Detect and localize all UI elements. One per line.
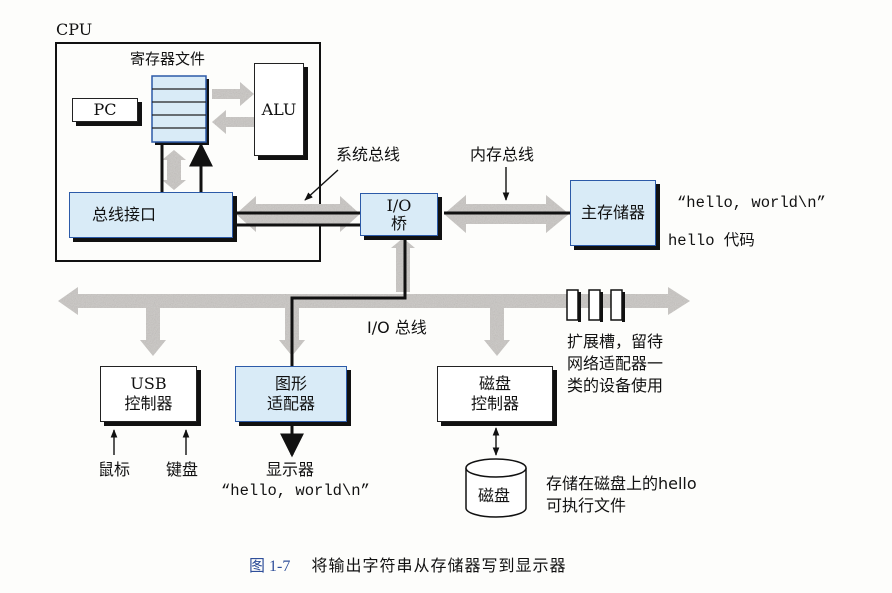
pc-label: PC — [93, 100, 117, 119]
system-bus-label: 系统总线 — [336, 145, 401, 164]
expansion-note-line2: 网络适配器一 — [567, 354, 664, 373]
figure-number: 图 1-7 — [249, 558, 291, 575]
memory-code-content: hello 代码 — [668, 232, 755, 250]
bus-interface-label: 总线接口 — [92, 205, 157, 224]
memory-string-content: “hello, world\n” — [677, 194, 826, 212]
graphics-adapter-box: 图形 适配器 — [235, 366, 347, 422]
disk-label: 磁盘 — [478, 486, 511, 505]
cpu-frame — [55, 42, 321, 262]
bus-interface-box: 总线接口 — [69, 192, 233, 238]
io-bridge-label-line1: I/O — [386, 195, 412, 215]
io-bus-to-usb-arrow — [140, 308, 166, 356]
expansion-slot — [610, 289, 623, 321]
display-string: “hello, world\n” — [221, 482, 370, 500]
system-bus-pointer — [304, 169, 339, 201]
usb-label-line2: 控制器 — [124, 394, 173, 413]
expansion-note-line1: 扩展槽，留待 — [567, 332, 664, 351]
usb-label-line1: USB — [130, 374, 167, 393]
usb-controller-box: USB 控制器 — [100, 366, 197, 422]
main-memory-box: 主存储器 — [570, 180, 656, 246]
disk-cylinder — [465, 458, 527, 518]
io-bus-label: I/O 总线 — [367, 318, 427, 337]
cpu-label: CPU — [56, 20, 93, 39]
alu-to-regfile-arrow — [212, 110, 254, 134]
alu-box: ALU — [254, 63, 304, 156]
regfile-to-alu-arrow — [212, 82, 254, 106]
graphics-label-line1: 图形 — [274, 374, 307, 393]
expansion-slots — [566, 289, 625, 322]
figure-title: 将输出字符串从存储器写到显示器 — [311, 556, 567, 575]
io-bridge-label-line2: 桥 — [390, 213, 407, 233]
bridge-io-bus-arrow — [391, 238, 415, 292]
memory-bus-label: 内存总线 — [470, 145, 535, 164]
mouse-label: 鼠标 — [98, 460, 131, 479]
main-memory-label: 主存储器 — [580, 203, 645, 222]
figure-caption: 图 1-7 将输出字符串从存储器写到显示器 — [249, 552, 566, 576]
keyboard-label: 键盘 — [166, 460, 199, 479]
expansion-slot — [566, 289, 579, 321]
display-label: 显示器 — [266, 460, 315, 479]
io-bridge-box: I/O 桥 — [360, 193, 438, 236]
disk-note-line1: 存储在磁盘上的hello — [546, 474, 697, 493]
pc-box: PC — [72, 98, 138, 122]
regfile-bus-interface-arrow — [162, 150, 186, 190]
expansion-note-line3: 类的设备使用 — [567, 376, 664, 395]
disk-controller-label-line1: 磁盘 — [478, 374, 511, 393]
disk-controller-box: 磁盘 控制器 — [437, 366, 553, 422]
register-file — [151, 75, 209, 145]
disk-note-line2: 可执行文件 — [546, 496, 627, 515]
io-bus-arrow — [58, 287, 690, 315]
register-file-label: 寄存器文件 — [130, 50, 206, 68]
expansion-slot — [588, 289, 601, 321]
graphics-label-line2: 适配器 — [266, 394, 315, 413]
alu-label: ALU — [261, 99, 297, 119]
io-bus-to-disk-controller-arrow — [484, 308, 510, 356]
disk-controller-label-line2: 控制器 — [470, 394, 519, 413]
